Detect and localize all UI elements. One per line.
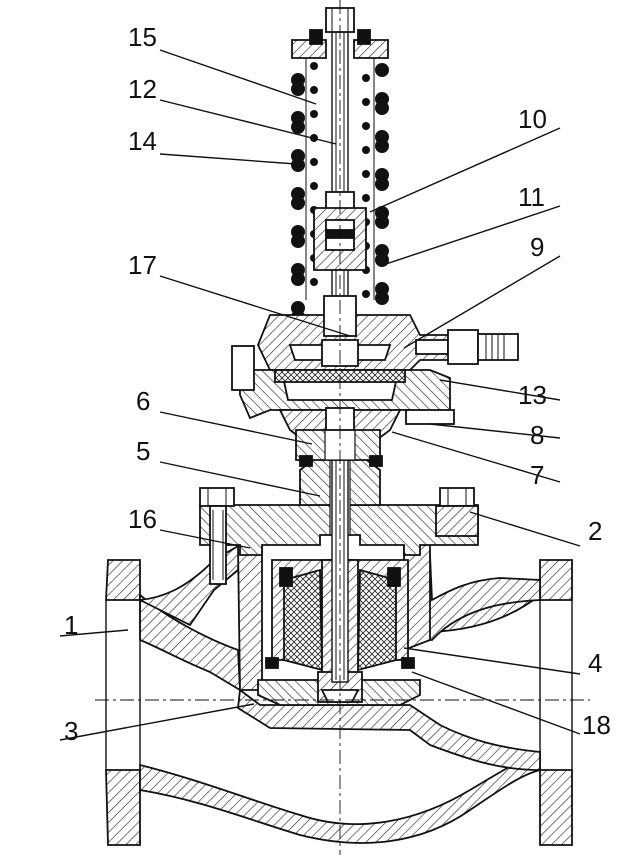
- callout-7: 7: [530, 460, 544, 490]
- springs: [291, 62, 389, 334]
- callout-2: 2: [588, 516, 602, 546]
- spring-coil: [291, 158, 305, 172]
- callout-16: 16: [128, 504, 157, 534]
- spring-coil: [310, 158, 318, 166]
- spring-coil: [362, 170, 370, 178]
- callout-8: 8: [530, 420, 544, 450]
- body-bolts: [199, 487, 479, 585]
- spring-coil: [310, 278, 318, 286]
- spring-coil: [375, 177, 389, 191]
- callout-3: 3: [64, 716, 78, 746]
- spring-coil: [310, 182, 318, 190]
- callout-9: 9: [530, 232, 544, 262]
- spring-coil: [362, 98, 370, 106]
- spring-coil: [375, 215, 389, 229]
- spring-coil: [375, 291, 389, 305]
- callout-13: 13: [518, 380, 547, 410]
- callout-10: 10: [518, 104, 547, 134]
- callout-15: 15: [128, 22, 157, 52]
- callout-6: 6: [136, 386, 150, 416]
- callout-12: 12: [128, 74, 157, 104]
- spring-coil: [362, 146, 370, 154]
- callout-labels: 15 12 14 10 11 9 17 13 6 8 5 7 16 2 1 4 …: [64, 22, 611, 746]
- spring-coil: [310, 62, 318, 70]
- callout-17: 17: [128, 250, 157, 280]
- callout-5: 5: [136, 436, 150, 466]
- spring-coil: [362, 194, 370, 202]
- spring-coil: [291, 82, 305, 96]
- air-fitting: [415, 329, 519, 365]
- spring-coil: [291, 272, 305, 286]
- spring-coil: [362, 122, 370, 130]
- spring-coil: [310, 110, 318, 118]
- actuator-housing: [231, 295, 471, 467]
- spring-coil: [375, 63, 389, 77]
- callout-18: 18: [582, 710, 611, 740]
- top-spring-plate: [291, 29, 389, 300]
- leader-lines: [59, 49, 581, 741]
- spring-coil: [375, 139, 389, 153]
- callout-4: 4: [588, 648, 602, 678]
- spring-coil: [291, 196, 305, 210]
- callout-11: 11: [518, 182, 545, 212]
- spring-coil: [291, 234, 305, 248]
- spring-coil: [362, 290, 370, 298]
- spring-coil: [291, 120, 305, 134]
- spring-coil: [310, 86, 318, 94]
- callout-1: 1: [64, 610, 78, 640]
- spring-coil: [362, 74, 370, 82]
- callout-14: 14: [128, 126, 157, 156]
- spring-coil: [375, 101, 389, 115]
- valve-body: [105, 543, 573, 846]
